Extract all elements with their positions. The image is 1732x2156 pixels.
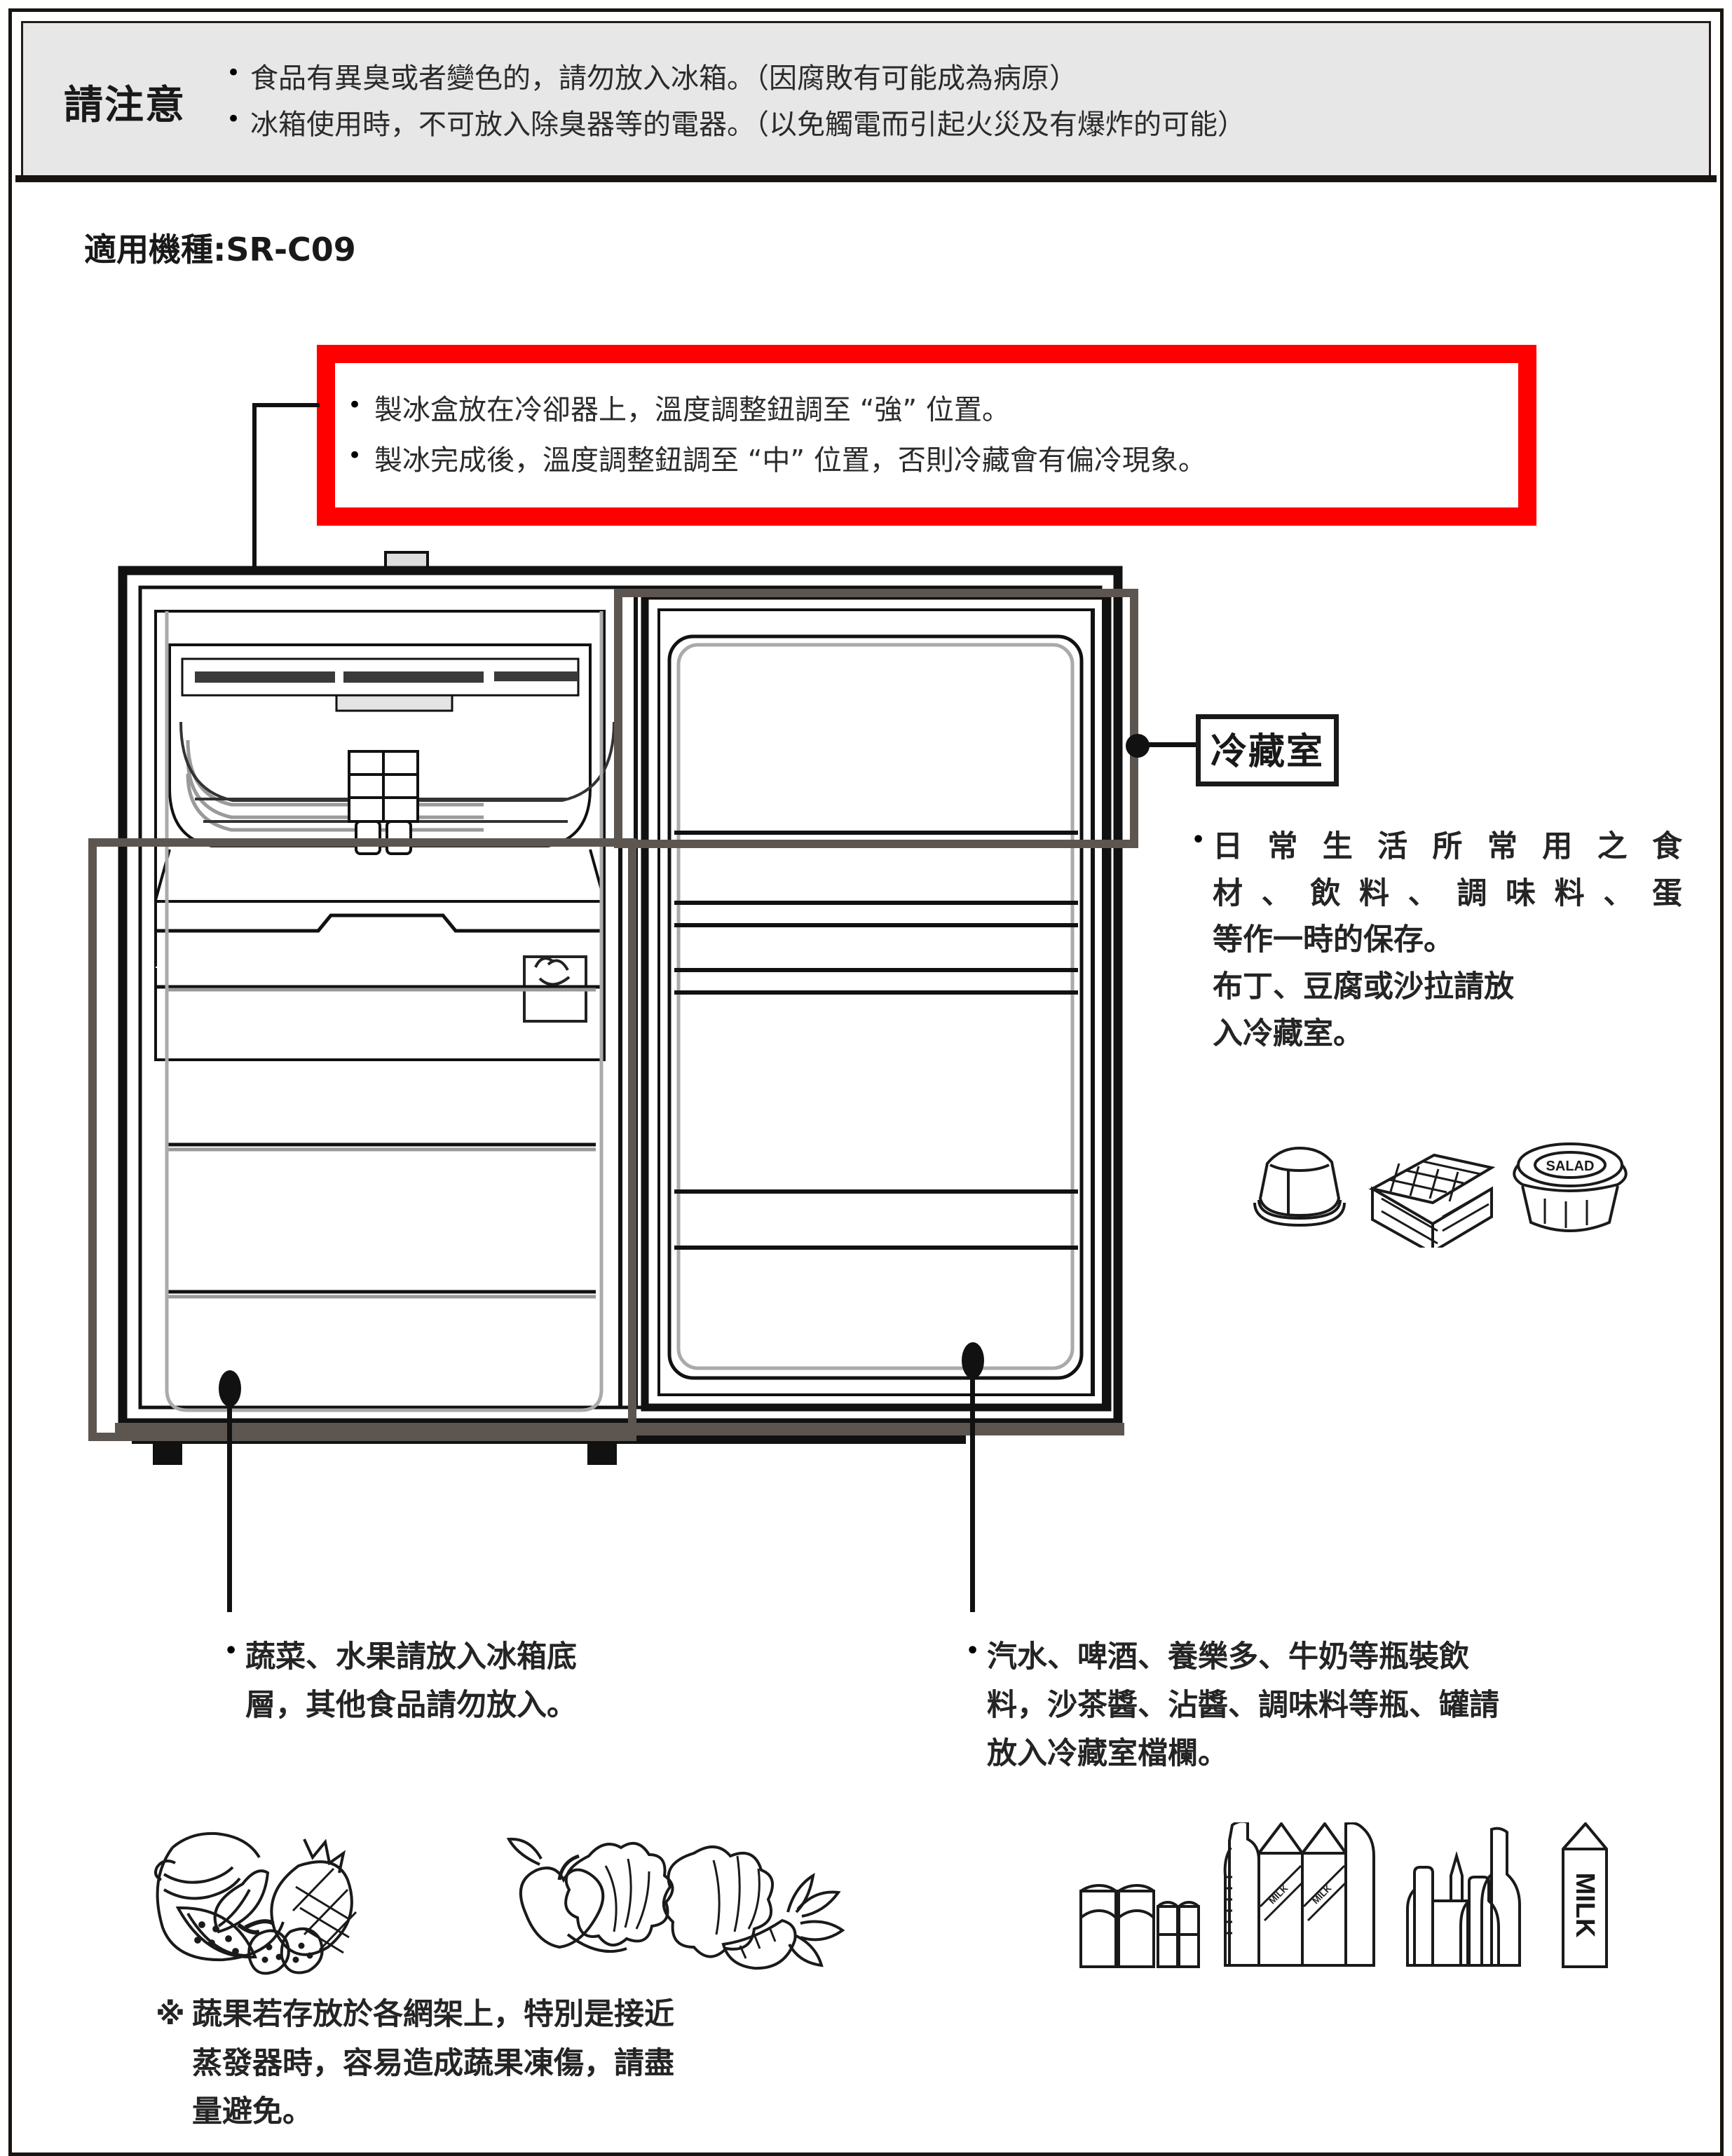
ice-tray-callout: • 製冰盒放在冷卻器上，溫度調整鈕調至 “強” 位置。 • 製冰完成後，溫度調整…: [317, 345, 1536, 526]
vegetable-note: • 蔬菜、水果請放入冰箱底 層，其他食品請勿放入。: [224, 1633, 855, 1730]
bullet-icon: •: [1192, 828, 1206, 852]
bullet-icon: •: [226, 59, 241, 87]
cabbage-carrot-icon: [662, 1845, 845, 1970]
pudding-icon: [1253, 1146, 1346, 1227]
milk-carton-label: MILK: [1267, 1883, 1290, 1906]
bullet-icon: •: [224, 1639, 238, 1663]
notice-band: 請注意 • 食品有異臭或者變色的，請勿放入冰箱。（因腐敗有可能成為病原） • 冰…: [21, 21, 1711, 182]
cold-room-description: • 日常生活所常用之食 材、飲料、調味料、蛋 等作一時的保存。 布丁、豆腐或沙拉…: [1192, 824, 1682, 1057]
bullet-icon: •: [348, 442, 362, 470]
bottles-icon: [1406, 1827, 1521, 1967]
cold-room-subtext: 布丁、豆腐或沙拉請放 入冷藏室。: [1213, 964, 1682, 1057]
note-line: 蒸發器時，容易造成蔬果凍傷，請盡: [192, 2045, 674, 2081]
fruit-basket-icon: [154, 1831, 357, 1975]
beverage-note-line: 汽水、啤酒、養樂多、牛奶等瓶裝飲: [987, 1639, 1469, 1674]
beverage-icons: MILK MILK MILK: [1079, 1822, 1608, 1968]
cold-room-sub-line: 布丁、豆腐或沙拉請放: [1213, 969, 1514, 1004]
cold-room-line: 等作一時的保存。: [1213, 922, 1454, 958]
milk-box-icon: MILK: [1562, 1822, 1608, 1968]
salad-label: SALAD: [1546, 1159, 1595, 1174]
page-outer-border: [8, 8, 1724, 2156]
leader-line-vegetable-drawer: [227, 1402, 232, 1612]
notice-item: • 冰箱使用時，不可放入除臭器等的電器。（以免觸電而引起火災及有爆炸的可能）: [226, 104, 1695, 146]
leader-line-vertical-ice: [252, 403, 257, 683]
cold-room-sub-line: 入冷藏室。: [1213, 1016, 1363, 1051]
callout-item: • 製冰完成後，溫度調整鈕調至 “中” 位置，否則冷藏會有偏冷現象。: [348, 440, 1518, 481]
beverage-note-row: • 汽水、啤酒、養樂多、牛奶等瓶裝飲 料，沙茶醬、沾醬、調味料等瓶、罐請 放入冷…: [966, 1633, 1674, 1778]
cold-room-desc-row: • 日常生活所常用之食 材、飲料、調味料、蛋 等作一時的保存。: [1192, 824, 1682, 964]
beverage-note: • 汽水、啤酒、養樂多、牛奶等瓶裝飲 料，沙茶醬、沾醬、調味料等瓶、罐請 放入冷…: [966, 1633, 1674, 1778]
callout-item: • 製冰盒放在冷卻器上，溫度調整鈕調至 “強” 位置。: [348, 390, 1518, 430]
leader-dot-vegetable-drawer: [219, 1370, 241, 1407]
cold-room-line: 材、飲料、調味料、蛋: [1213, 875, 1682, 911]
cold-room-food-icons: SALAD: [1253, 1142, 1628, 1248]
salad-icon: SALAD: [1513, 1142, 1628, 1232]
leader-dot-cold-room: [1126, 734, 1150, 758]
leader-line-horizontal-ice: [252, 403, 320, 407]
tofu-icon: [1368, 1153, 1496, 1248]
notice-band-divider: [15, 175, 1717, 182]
vegetable-note-line: 蔬菜、水果請放入冰箱底: [245, 1639, 577, 1674]
notice-item-text: 冰箱使用時，不可放入除臭器等的電器。（以免觸電而引起火災及有爆炸的可能）: [250, 109, 1246, 141]
notice-item-text: 食品有異臭或者變色的，請勿放入冰箱。（因腐敗有可能成為病原）: [250, 62, 1077, 95]
bullet-icon: •: [348, 391, 362, 419]
callout-item-text: 製冰完成後，溫度調整鈕調至 “中” 位置，否則冷藏會有偏冷現象。: [374, 444, 1206, 477]
note-line: 量避免。: [192, 2094, 313, 2130]
refrigerator-diagram: [115, 551, 1124, 1465]
bullet-icon: •: [966, 1639, 980, 1663]
leader-dot-door-pocket: [962, 1342, 984, 1379]
cold-room-label: 冷藏室: [1196, 714, 1339, 786]
beverage-note-line: 放入冷藏室檔欄。: [987, 1735, 1228, 1771]
vegetable-note-line: 層，其他食品請勿放入。: [245, 1687, 577, 1723]
beverage-note-line: 料，沙茶醬、沾醬、調味料等瓶、罐請: [987, 1687, 1499, 1723]
notice-title: 請注意: [64, 82, 186, 128]
vegetable-note-row: • 蔬菜、水果請放入冰箱底 層，其他食品請勿放入。: [224, 1633, 855, 1730]
produce-freeze-note: ※ 蔬果若存放於各網架上，特別是接近 蒸發器時，容易造成蔬果凍傷，請盡 量避免。: [156, 1991, 927, 2137]
note-row: ※ 蔬果若存放於各網架上，特別是接近 蒸發器時，容易造成蔬果凍傷，請盡 量避免。: [156, 1991, 927, 2137]
icebox-highlight-rect: [614, 589, 1138, 848]
note-marker: ※: [156, 1997, 185, 2032]
cans-icon: [1079, 1883, 1200, 1968]
leader-line-door-pocket: [970, 1374, 975, 1612]
produce-icons: [154, 1831, 845, 1975]
freezer-highlight-rect: [88, 838, 636, 1441]
callout-item-text: 製冰盒放在冷卻器上，溫度調整鈕調至 “強” 位置。: [374, 394, 1010, 426]
note-line: 蔬果若存放於各網架上，特別是接近: [192, 1997, 674, 2032]
model-label: 適用機種:SR-C09: [84, 231, 356, 268]
vegetables-icon: [506, 1837, 674, 1953]
notice-item: • 食品有異臭或者變色的，請勿放入冰箱。（因腐敗有可能成為病原）: [226, 57, 1695, 100]
milk-box-label: MILK: [1570, 1873, 1600, 1938]
leader-line-cold-room: [1147, 742, 1201, 747]
milk-cartons-icon: MILK MILK: [1223, 1822, 1375, 1967]
bullet-icon: •: [226, 105, 241, 133]
notice-list: • 食品有異臭或者變色的，請勿放入冰箱。（因腐敗有可能成為病原） • 冰箱使用時…: [226, 53, 1709, 150]
milk-carton-label: MILK: [1310, 1883, 1334, 1906]
cold-room-line: 日常生活所常用之食: [1213, 829, 1682, 864]
